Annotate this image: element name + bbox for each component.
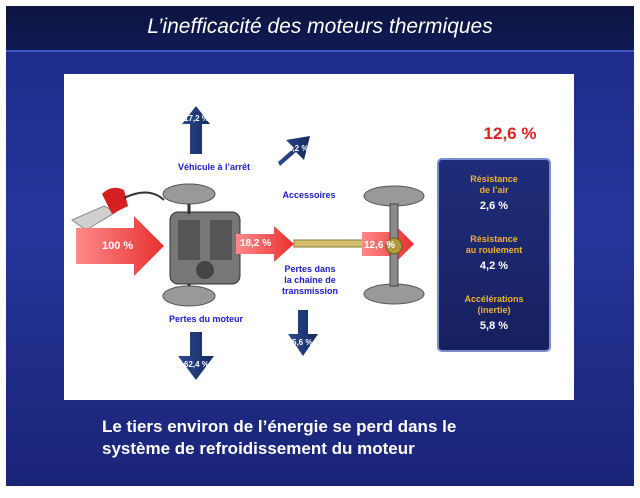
transmission-losses-label-l3: transmission (281, 286, 339, 296)
transmission-losses-pct: 5,6 % (292, 338, 313, 347)
slide-title: L’inefficacité des moteurs thermiques (147, 15, 493, 38)
footer-line-1: Le tiers environ de l’énergie se perd da… (102, 417, 457, 436)
transmission-loss-arrow (288, 310, 318, 356)
accessories-label: Accessoires (282, 190, 336, 200)
summary-item-label: Résistance au roulement (439, 234, 549, 256)
input-pct: 100 % (102, 240, 134, 252)
transmission-losses-label-l1: Pertes dans (284, 264, 336, 274)
acceleration-label-l2: (inertie) (477, 305, 511, 315)
transmission-losses-label: Pertes dans la chaîne de transmission (270, 264, 350, 297)
idle-pct: 17,2 % (184, 114, 209, 123)
engine-losses-pct: 62,4 % (184, 360, 209, 369)
acceleration-label-l1: Accélérations (464, 294, 524, 304)
footer-text: Le tiers environ de l’énergie se perd da… (102, 416, 602, 460)
engine-icon (162, 183, 241, 307)
accessories-loss-arrow (278, 136, 310, 166)
engine-losses-label: Pertes du moteur (168, 314, 244, 324)
idle-label: Véhicule à l’arrêt (177, 162, 251, 172)
wheels-pct: 12,6 % (364, 240, 396, 251)
summary-item-label: Accélérations (inertie) (439, 294, 549, 316)
accessories-pct: 2,2 % (288, 144, 309, 153)
footer-line-2: système de refroidissement du moteur (102, 439, 415, 458)
diagram-panel: 100 % 18,2 % 12,6 % 17,2 % 2,2 % 62,4 % … (64, 74, 574, 400)
total-pct: 12,6 % (483, 124, 537, 143)
engine-output-arrow (236, 226, 294, 262)
summary-box: Résistance de l’air 2,6 % Résistance au … (437, 158, 551, 352)
summary-item-label: Résistance de l’air (439, 174, 549, 196)
slide: L’inefficacité des moteurs thermiques (6, 6, 634, 486)
rolling-resistance-label-l1: Résistance (470, 234, 518, 244)
air-resistance-label-l1: Résistance (470, 174, 518, 184)
fuel-nozzle-icon (70, 187, 165, 231)
acceleration-value: 5,8 % (479, 320, 509, 332)
rolling-resistance-value: 4,2 % (479, 260, 509, 272)
transmission-losses-label-l2: la chaîne de (284, 275, 336, 285)
energy-flow-diagram (70, 106, 425, 380)
engine-loss-arrow (178, 332, 214, 380)
rear-axle-icon (363, 185, 425, 305)
input-energy-arrow (76, 216, 164, 276)
rolling-resistance-label-l2: au roulement (465, 245, 523, 255)
title-bar: L’inefficacité des moteurs thermiques (6, 6, 634, 52)
engine-output-pct: 18,2 % (240, 238, 272, 249)
air-resistance-value: 2,6 % (479, 200, 509, 212)
drive-shaft (293, 239, 365, 248)
idle-loss-arrow (182, 106, 210, 154)
air-resistance-label-l2: de l’air (479, 185, 509, 195)
